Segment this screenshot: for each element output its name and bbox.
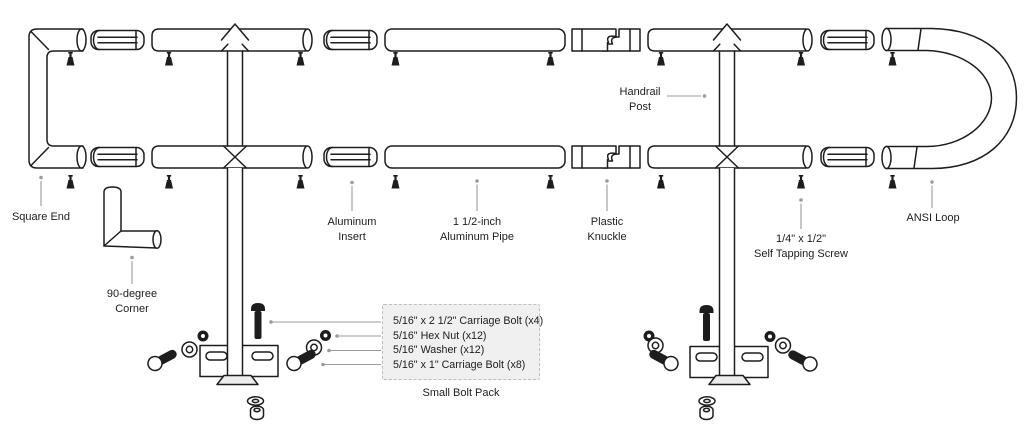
top-rail <box>90 23 875 52</box>
bolt-pack-item: 5/16" x 1" Carriage Bolt (x8) <box>393 358 526 371</box>
label-square-end: Square End <box>11 211 71 223</box>
pipe-open-end <box>802 28 813 52</box>
hex-nut-3d <box>249 405 265 421</box>
aluminum-pipe <box>384 28 566 52</box>
bottom-rail <box>90 145 875 169</box>
label-aluminum-insert: Aluminum Insert <box>327 216 377 243</box>
small-bolt-pack-box: 5/16" x 2 1/2" Carriage Bolt (x4) 5/16" … <box>382 304 544 380</box>
pipe-open-end <box>802 145 813 169</box>
aluminum-insert <box>820 146 875 168</box>
aluminum-insert <box>90 29 145 51</box>
post-foot <box>708 374 751 386</box>
screw-icon <box>165 52 173 66</box>
screw-icon <box>165 175 173 189</box>
label-aluminum-pipe: 1 1/2-inch Aluminum Pipe <box>440 216 514 243</box>
carriage-bolt-short <box>784 345 821 375</box>
aluminum-pipe <box>151 145 307 169</box>
screw-icon <box>888 52 897 66</box>
pipe-open-end <box>302 28 313 52</box>
screw-icon <box>66 175 75 189</box>
label-self-tapping-screw: 1/4" x 1/2" Self Tapping Screw <box>754 233 848 260</box>
ansi-loop-fitting <box>881 27 1018 170</box>
handrail-post-left <box>216 50 259 386</box>
pipe-open-end <box>76 145 87 169</box>
screw-icon <box>797 175 805 189</box>
aluminum-pipe <box>384 145 566 169</box>
hex-nut <box>197 330 209 342</box>
label-plastic-knuckle: Plastic Knuckle <box>587 216 627 243</box>
bolt-pack-item: 5/16" Hex Nut (x12) <box>393 329 487 342</box>
carriage-bolt-long <box>699 305 714 341</box>
screw-icon <box>391 52 400 66</box>
label-handrail-post: Handrail Post <box>619 86 661 113</box>
carriage-bolt-long <box>251 303 265 339</box>
square-end-fitting <box>28 28 87 169</box>
aluminum-insert <box>323 146 378 168</box>
screw-icon <box>391 175 400 189</box>
small-bolt-pack-caption: Small Bolt Pack <box>422 387 500 399</box>
washer-flat <box>698 396 716 406</box>
hex-nut-3d <box>699 405 714 421</box>
hex-nut <box>764 331 776 342</box>
corner-90-fitting <box>103 186 162 249</box>
screw-icon <box>66 52 75 66</box>
bolt-pack-item: 5/16" Washer (x12) <box>393 344 485 357</box>
screw-icon <box>888 175 897 189</box>
pipe-open-end <box>881 27 892 52</box>
handrail-post-right <box>708 50 751 386</box>
carriage-bolt-short <box>144 345 181 374</box>
hex-nut <box>320 330 331 341</box>
label-ansi-loop: ANSI Loop <box>906 212 960 224</box>
screw-icon <box>296 175 305 189</box>
screw-icon <box>546 175 555 189</box>
pipe-open-end <box>76 28 87 52</box>
washer-flat <box>246 396 265 406</box>
plastic-knuckle <box>571 28 641 52</box>
pipe-open-end <box>881 145 892 170</box>
washer <box>774 337 792 354</box>
pipe-open-end <box>302 145 313 169</box>
aluminum-insert <box>90 146 145 168</box>
screw-icon <box>546 52 555 66</box>
screw-icon <box>657 52 665 66</box>
label-90-degree-corner: 90-degree Corner <box>106 288 158 315</box>
aluminum-insert <box>820 29 875 51</box>
aluminum-insert <box>323 29 378 51</box>
washer <box>181 341 198 358</box>
plastic-knuckle <box>571 145 641 169</box>
bolt-pack-item: 5/16" x 2 1/2" Carriage Bolt (x4) <box>393 315 544 327</box>
screw-icon <box>797 52 805 66</box>
leader-lines <box>39 94 934 367</box>
screw-icon <box>296 52 305 66</box>
post-foot <box>216 374 259 386</box>
screw-icon <box>657 175 665 189</box>
